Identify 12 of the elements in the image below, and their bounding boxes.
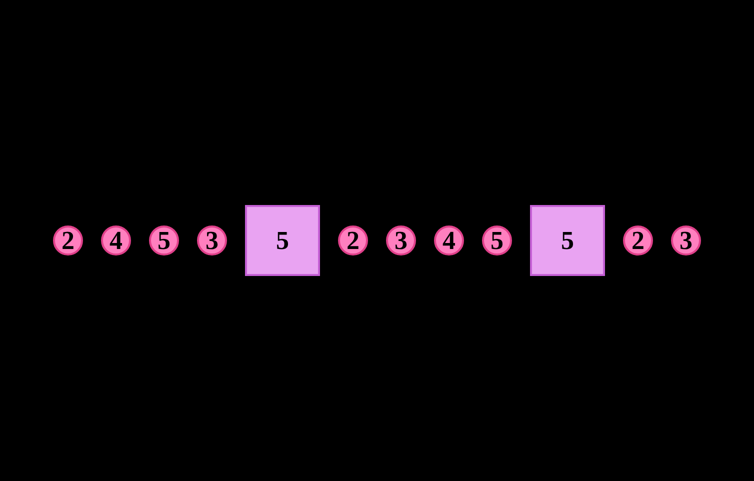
node-circle: 2 (338, 226, 368, 256)
node-circle: 2 (623, 226, 653, 256)
node-circle: 4 (434, 226, 464, 256)
node-circle: 2 (53, 226, 83, 256)
node-box: 5 (530, 205, 605, 276)
node-circle: 3 (671, 226, 701, 256)
node-box: 5 (245, 205, 320, 276)
node-circle: 5 (482, 226, 512, 256)
node-circle: 3 (386, 226, 416, 256)
node-circle: 5 (149, 226, 179, 256)
node-circle: 4 (101, 226, 131, 256)
node-circle: 3 (197, 226, 227, 256)
